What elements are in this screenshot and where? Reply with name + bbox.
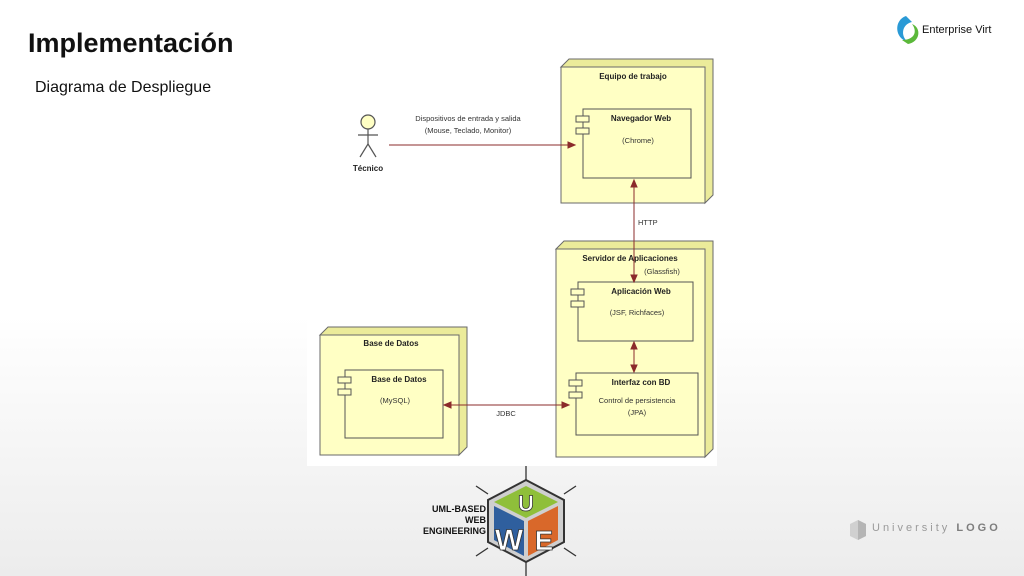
uwe-line1: UML-BASED	[432, 504, 486, 514]
uwe-line3: ENGINEERING	[423, 526, 486, 536]
university-word: University	[872, 522, 951, 534]
component-aplicacion-name: Aplicación Web	[611, 287, 671, 296]
component-basedatos-name: Base de Datos	[371, 375, 427, 384]
deployment-diagram: Técnico Dispositivos de entrada y salida…	[307, 56, 717, 466]
component-aplicacion-detail: (JSF, Richfaces)	[610, 308, 665, 317]
arrowhead-icon	[630, 178, 638, 188]
io-label-line1: Dispositivos de entrada y salida	[415, 114, 521, 123]
component-navegador-detail: (Chrome)	[622, 136, 654, 145]
arrowhead-icon	[630, 340, 638, 350]
uwe-logo: U W E UML-BASED WEB ENGINEERING	[423, 466, 577, 576]
io-label-line2: (Mouse, Teclado, Monitor)	[425, 126, 512, 135]
component-port-icon	[568, 391, 583, 399]
component-interfaz-detail2: (JPA)	[628, 408, 647, 417]
university-logo-mark	[850, 520, 866, 540]
component-basedatos-detail: (MySQL)	[380, 396, 411, 405]
uwe-letter-e: E	[535, 525, 554, 556]
node-appserver-subtitle: (Glassfish)	[644, 267, 680, 276]
component-port-icon	[575, 127, 590, 135]
component-interfaz-name: Interfaz con BD	[612, 378, 671, 387]
component-interfaz-detail1: Control de persistencia	[599, 396, 677, 405]
arrowhead-icon	[567, 141, 577, 149]
brand-name: Enterprise Virt	[922, 24, 992, 36]
component-port-icon	[337, 388, 352, 396]
component-port-icon	[568, 379, 583, 387]
actor-label: Técnico	[353, 164, 383, 173]
uwe-line2: WEB	[465, 515, 486, 525]
uwe-letter-w: W	[495, 524, 524, 557]
actor-tecnico	[358, 114, 378, 158]
component-interfaz-bd	[568, 372, 699, 436]
component-base-datos	[337, 369, 444, 439]
component-navegador-name: Navegador Web	[611, 114, 671, 123]
node-appserver-title: Servidor de Aplicaciones	[582, 254, 678, 263]
slide-title: Implementación	[28, 28, 234, 58]
arrowhead-icon	[630, 274, 638, 284]
component-port-icon	[575, 115, 590, 123]
link-http-label: HTTP	[638, 218, 658, 227]
arrowhead-icon	[630, 364, 638, 374]
brand-logo	[897, 16, 919, 44]
link-jdbc-label: JDBC	[496, 409, 516, 418]
component-port-icon	[570, 288, 585, 296]
component-aplicacion-web	[570, 281, 694, 342]
university-logo-text: University LOGO	[872, 522, 1001, 534]
arrowhead-icon	[442, 401, 452, 409]
uwe-letter-u: U	[518, 491, 534, 516]
node-database-title: Base de Datos	[363, 339, 419, 348]
component-navegador	[575, 108, 692, 179]
component-port-icon	[570, 300, 585, 308]
brand-swirl-icon	[897, 16, 912, 42]
logo-word: LOGO	[956, 522, 1001, 534]
component-port-icon	[337, 376, 352, 384]
slide-subtitle: Diagrama de Despliegue	[35, 79, 212, 96]
arrowhead-icon	[561, 401, 571, 409]
node-workstation-title: Equipo de trabajo	[599, 72, 667, 81]
